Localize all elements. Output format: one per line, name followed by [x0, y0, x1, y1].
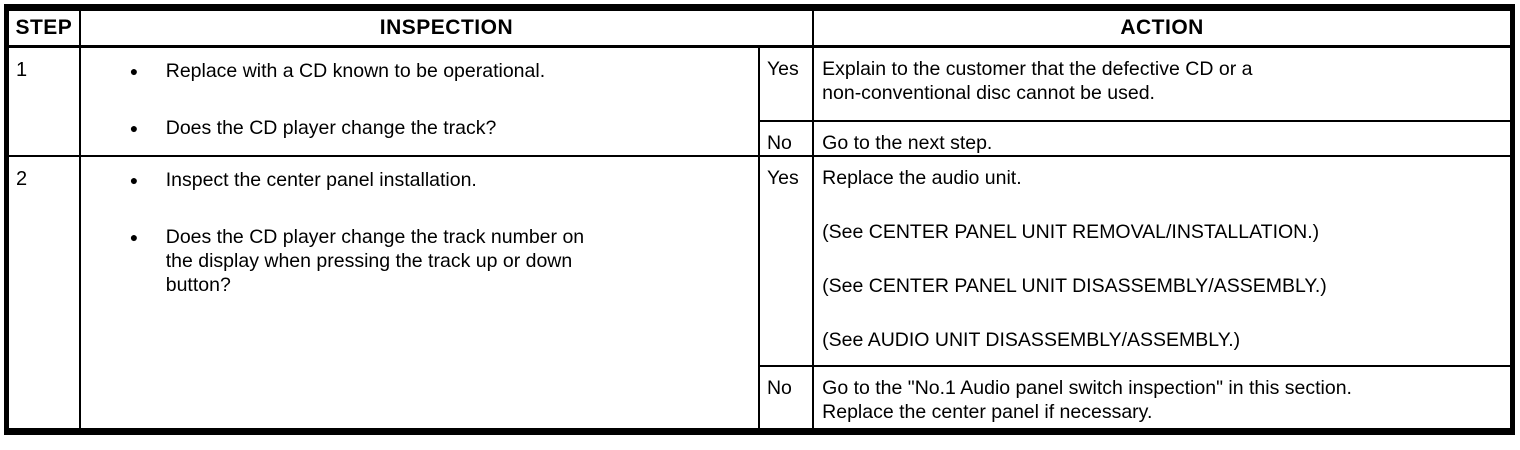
troubleshooting-table: STEP INSPECTION ACTION 1 ● Replace with a … — [4, 4, 1515, 435]
document-page: STEP INSPECTION ACTION 1 ● Replace with a … — [4, 4, 1515, 435]
yes-action-cell: Replace the audio unit. (See CENTER PANEL… — [812, 154, 1514, 367]
inspection-bullet-item: ● Replace with a CD known to be operation… — [130, 59, 752, 83]
step-number-cell: 1 — [5, 45, 81, 157]
no-action-cell: Go to the "No.1 Audio panel switch inspe… — [812, 364, 1514, 433]
action-paragraph: (See CENTER PANEL UNIT DISASSEMBLY/ASSEM… — [822, 274, 1327, 297]
action-paragraph: Explain to the customer that the defecti… — [822, 58, 1253, 104]
yes-label-cell: Yes — [757, 45, 815, 122]
step-row-yes: 2 ● Inspect the center panel installation.… — [5, 154, 1514, 433]
table-header: STEP INSPECTION ACTION — [5, 6, 1514, 48]
yes-action-cell: Explain to the customer that the defecti… — [812, 45, 1514, 122]
action-paragraph: Replace the audio unit. — [822, 166, 1022, 189]
inspection-text: Does the CD player change the track numb… — [165, 225, 585, 296]
bullet-icon: ● — [129, 171, 139, 188]
action-paragraph: (See AUDIO UNIT DISASSEMBLY/ASSEMBLY.) — [822, 328, 1241, 351]
header-row: STEP INSPECTION ACTION — [5, 6, 1514, 48]
no-label-cell: No — [757, 364, 815, 433]
step-row-yes: 1 ● Replace with a CD known to be operatio… — [5, 45, 1514, 157]
inspection-cell: ●Inspect the center panel installation.●… — [78, 154, 760, 433]
inspection-text: Inspect the center panel installation. — [165, 168, 477, 191]
bullet-icon: ● — [129, 228, 139, 245]
no-action-cell: Go to the next step. — [812, 119, 1514, 157]
action-paragraph: (See CENTER PANEL UNIT REMOVAL/INSTALLAT… — [822, 220, 1320, 243]
inspection-text: Replace with a CD known to be operationa… — [165, 60, 546, 82]
step-number-cell: 2 — [5, 154, 81, 433]
table-body: 1 ● Replace with a CD known to be operatio… — [5, 45, 1514, 433]
header-inspection: INSPECTION — [78, 6, 815, 48]
inspection-bullet-item: ● Inspect the center panel installation. — [130, 168, 752, 192]
header-action: ACTION — [812, 6, 1514, 48]
yes-label-cell: Yes — [757, 154, 815, 367]
step-row-no: No Go to the next step. — [7, 119, 1514, 157]
no-label-cell: No — [757, 119, 815, 157]
action-paragraph: Go to the next step. — [822, 131, 993, 154]
inspection-bullet-item: ● Does the CD player change the track num… — [130, 225, 752, 297]
bullet-icon: ● — [129, 120, 139, 136]
action-paragraph: Go to the "No.1 Audio panel switch inspe… — [822, 376, 1352, 423]
inspection-bullet-item: ● Does the CD player change the track? — [130, 116, 752, 140]
bullet-icon: ● — [129, 63, 139, 79]
inspection-text: Does the CD player change the track? — [165, 117, 497, 139]
header-step: STEP — [5, 6, 81, 48]
inspection-cell: ● Replace with a CD known to be operation… — [78, 45, 760, 157]
